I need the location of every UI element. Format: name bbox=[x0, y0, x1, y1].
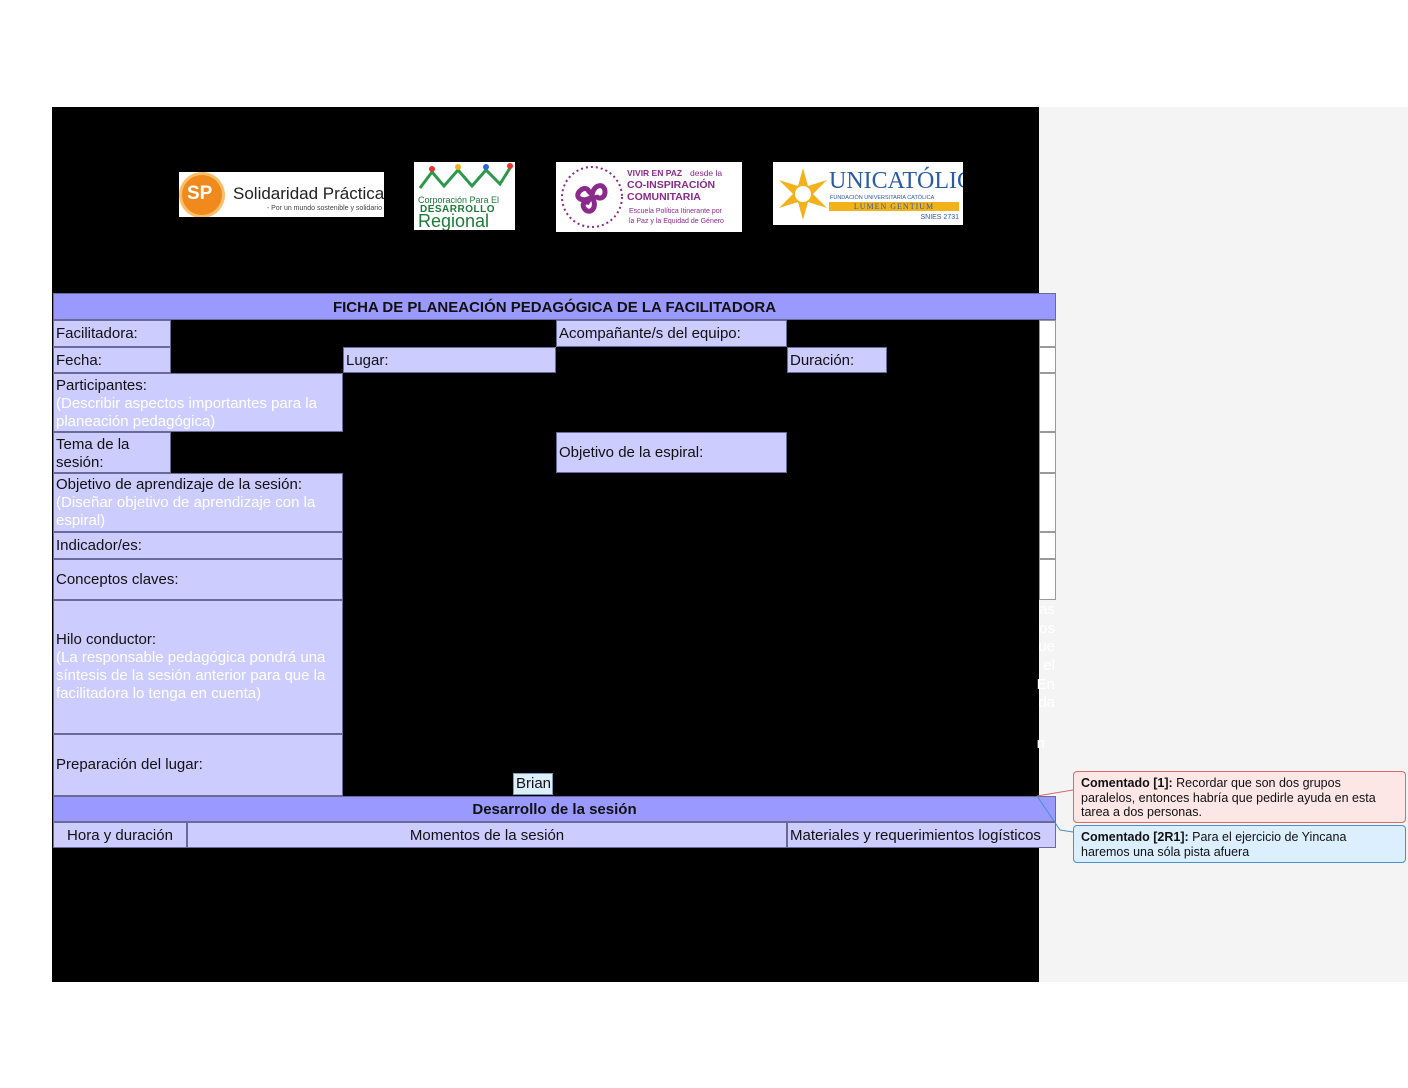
col-hora-header: Hora y duración bbox=[53, 822, 187, 848]
logo-corporacion-desarrollo-regional: Corporación Para El DESARROLLO Regional bbox=[414, 162, 515, 230]
objetivo-aprendizaje-hint: (Diseñar objetivo de aprendizaje con la … bbox=[56, 494, 316, 529]
tema-line2: sesión: bbox=[56, 454, 104, 471]
duracion-label: Duración: bbox=[787, 347, 887, 373]
text-fragment: da bbox=[1038, 694, 1055, 711]
text-fragment: ue bbox=[1038, 638, 1055, 655]
hilo-conductor-cell: Hilo conductor: (La responsable pedagógi… bbox=[53, 600, 343, 734]
star-icon bbox=[779, 168, 827, 220]
lugar-label: Lugar: bbox=[343, 347, 556, 373]
table-edge-strip bbox=[1039, 473, 1056, 532]
hilo-conductor-hint: (La responsable pedagógica pondrá una sí… bbox=[56, 649, 326, 702]
vivir-line4: Escuela Política Itinerante por bbox=[629, 208, 722, 215]
comment-2[interactable]: Comentado [2R1]: Para el ejercicio de Yi… bbox=[1073, 825, 1406, 863]
acompanante-label: Acompañante/s del equipo: bbox=[556, 320, 787, 347]
vivir-line2: CO-INSPIRACIÓN bbox=[627, 179, 716, 191]
solidaridad-tagline: - Por un mundo sostenible y solidario bbox=[266, 205, 382, 212]
unicatolica-code: SNIES 2731 bbox=[920, 214, 959, 221]
tema-label: Tema de la sesión: bbox=[53, 432, 171, 473]
table-edge-strip bbox=[1039, 532, 1056, 559]
logo-unicatolica: UNICATÓLICA FUNDACIÓN UNIVERSITARIA CATÓ… bbox=[773, 162, 963, 225]
objetivo-aprendizaje-cell: Objetivo de aprendizaje de la sesión: (D… bbox=[53, 473, 343, 532]
col-momentos-header: Momentos de la sesión bbox=[187, 822, 787, 848]
text-fragment: as bbox=[1039, 601, 1055, 618]
participantes-label: Participantes: bbox=[56, 377, 147, 394]
sun-icon bbox=[182, 175, 222, 215]
comment-1-text: Recordar que son dos grupos paralelos, e… bbox=[1081, 776, 1376, 819]
corporacion-line3: Regional bbox=[418, 211, 490, 230]
triskelion-icon bbox=[561, 166, 623, 228]
objetivo-aprendizaje-label: Objetivo de aprendizaje de la sesión: bbox=[56, 476, 302, 493]
logo-vivir-en-paz: VIVIR EN PAZ desde la CO-INSPIRACIÓN COM… bbox=[556, 162, 742, 232]
comment-2-label: Comentado [2R1]: bbox=[1081, 830, 1189, 844]
preparacion-lugar-label: Preparación del lugar: bbox=[53, 734, 343, 796]
people-figures-icon bbox=[418, 163, 513, 189]
unicatolica-sub: FUNDACIÓN UNIVERSITARIA CATÓLICA bbox=[830, 195, 935, 201]
unicatolica-name: UNICATÓLICA bbox=[829, 168, 963, 194]
table-edge-strip bbox=[1039, 432, 1056, 473]
desarrollo-header: Desarrollo de la sesión bbox=[53, 796, 1056, 822]
corporacion-line1: Corporación Para El bbox=[418, 195, 500, 205]
unicatolica-motto: LUMEN GENTIUM bbox=[829, 202, 959, 211]
text-fragment: n bbox=[1036, 735, 1045, 752]
col-materiales-header: Materiales y requerimientos logísticos bbox=[787, 822, 1056, 848]
participantes-hint: (Describir aspectos importantes para la … bbox=[56, 395, 317, 430]
tema-line1: Tema de la bbox=[56, 436, 130, 453]
table-edge-strip bbox=[1039, 320, 1056, 347]
indicadores-label: Indicador/es: bbox=[53, 532, 343, 559]
logo-solidaridad-practica: SP Solidaridad Práctica - Por un mundo s… bbox=[179, 172, 384, 217]
table-edge-strip bbox=[1039, 559, 1056, 600]
vivir-line3: COMUNITARIA bbox=[627, 191, 701, 203]
solidaridad-name: Solidaridad Práctica bbox=[233, 184, 384, 203]
text-fragment: En bbox=[1036, 676, 1055, 693]
fecha-label: Fecha: bbox=[53, 347, 171, 373]
text-fragment: el bbox=[1043, 657, 1055, 674]
text-fragment: os bbox=[1039, 620, 1055, 637]
vivir-line1b: desde la bbox=[690, 168, 723, 178]
objetivo-espiral-label: Objetivo de la espiral: bbox=[556, 432, 787, 473]
table-edge-strip bbox=[1039, 373, 1056, 432]
table-edge-strip bbox=[1039, 347, 1056, 373]
participantes-cell: Participantes: (Describir aspectos impor… bbox=[53, 373, 343, 432]
comment-1-label: Comentado [1]: bbox=[1081, 776, 1173, 790]
brian-tag: Brian bbox=[513, 773, 553, 795]
comment-2-text: Para el ejercicio de Yincana haremos una… bbox=[1081, 830, 1347, 859]
corporacion-line2: DESARROLLO bbox=[420, 204, 495, 215]
facilitadora-label: Facilitadora: bbox=[53, 320, 171, 347]
vivir-line1a: VIVIR EN PAZ bbox=[627, 168, 683, 178]
hilo-conductor-label: Hilo conductor: bbox=[56, 631, 157, 648]
sp-mark: SP bbox=[187, 183, 213, 204]
conceptos-label: Conceptos claves: bbox=[53, 559, 343, 600]
vivir-line5: la Paz y la Equidad de Género bbox=[629, 218, 724, 225]
form-title: FICHA DE PLANEACIÓN PEDAGÓGICA DE LA FAC… bbox=[53, 293, 1056, 320]
comment-1[interactable]: Comentado [1]: Recordar que son dos grup… bbox=[1073, 771, 1406, 823]
